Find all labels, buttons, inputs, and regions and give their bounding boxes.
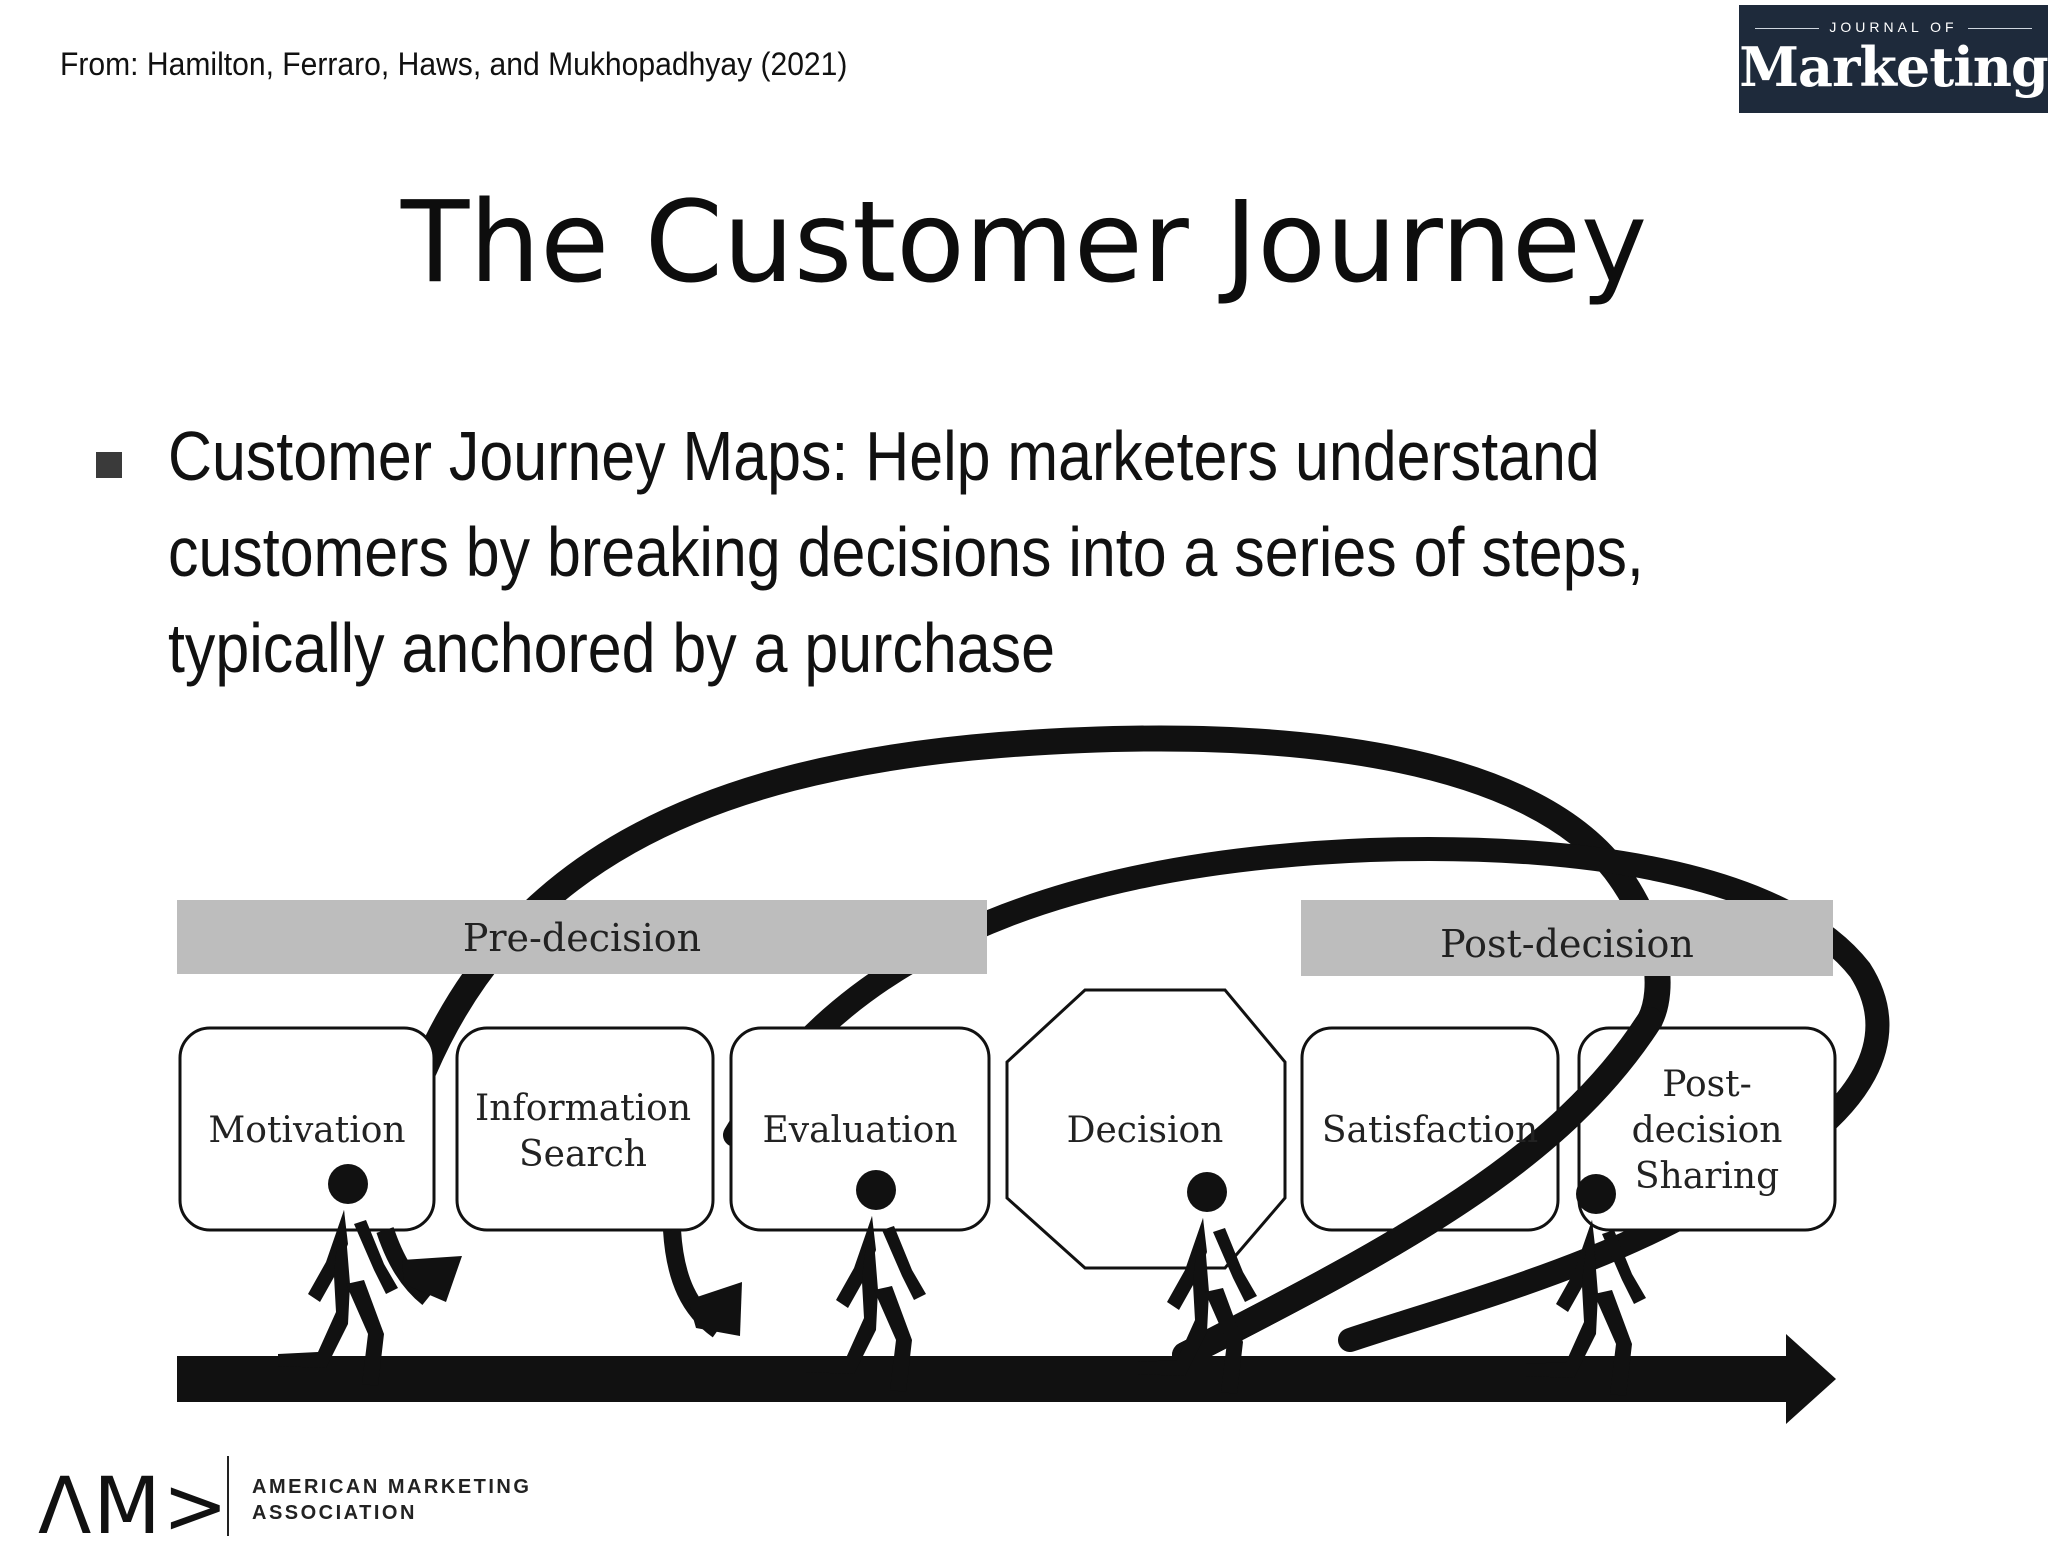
journal-of-marketing-logo: JOURNAL OF Marketing [1739, 5, 2048, 113]
ama-name-line2: ASSOCIATION [252, 1502, 417, 1524]
post-decision-label: Post-decision [1440, 922, 1694, 966]
logo-marketing: Marketing [1739, 35, 2048, 99]
ama-mark: ΛM> [38, 1462, 231, 1552]
logo-rule-right [1968, 28, 2032, 29]
post-decision-sharing-box [1577, 1026, 1837, 1232]
step-satisfaction: Satisfaction [1322, 1110, 1538, 1151]
step-information: Information [475, 1088, 691, 1129]
arrow-head-motivation-icon [402, 1256, 462, 1302]
motivation-box [178, 1026, 436, 1232]
logo-rule-left [1755, 28, 1819, 29]
ama-name-line1: AMERICAN MARKETING [252, 1476, 532, 1498]
information-search-box [455, 1026, 715, 1232]
step-motivation: Motivation [208, 1110, 405, 1151]
arrow-head-information-icon [688, 1282, 742, 1336]
logo-journal-of: JOURNAL OF [1829, 19, 1958, 35]
ama-divider [227, 1456, 229, 1536]
loop-arc-foreground [1172, 1007, 1663, 1368]
step-sharing: Sharing [1635, 1156, 1779, 1197]
pre-decision-label: Pre-decision [463, 916, 701, 960]
ama-logo: ΛM> AMERICAN MARKETING ASSOCIATION [20, 1450, 580, 1552]
step-post: Post- [1662, 1064, 1752, 1105]
step-search: Search [519, 1134, 647, 1175]
pre-decision-bar [177, 900, 987, 974]
timeline-arrowhead-icon [1786, 1334, 1836, 1424]
step-decision-2: decision [1632, 1110, 1783, 1151]
bullet-text: Customer Journey Maps: Help marketers un… [168, 417, 1644, 687]
arrow-from-motivation [376, 1227, 434, 1306]
post-decision-bar [1301, 900, 1833, 976]
citation-text: From: Hamilton, Ferraro, Haws, and Mukho… [60, 46, 848, 82]
step-evaluation: Evaluation [762, 1110, 957, 1151]
evaluation-box [729, 1026, 991, 1232]
ama-name: AMERICAN MARKETING ASSOCIATION [252, 1474, 531, 1526]
slide-title: The Customer Journey [400, 178, 1648, 308]
bullet-square-icon [96, 452, 122, 478]
step-decision: Decision [1067, 1110, 1224, 1151]
